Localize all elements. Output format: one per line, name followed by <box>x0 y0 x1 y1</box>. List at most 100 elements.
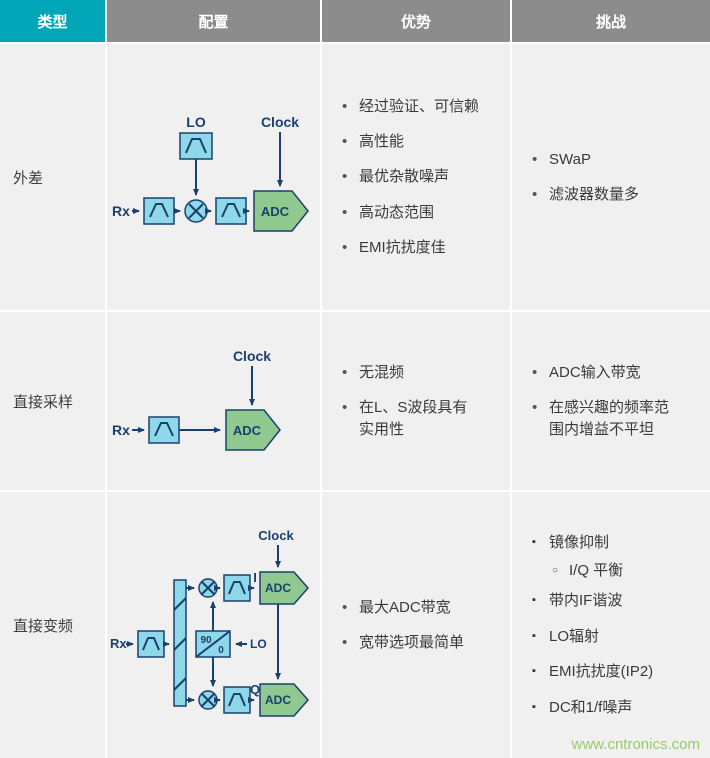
advantage-item: •EMI抗扰度佳 <box>342 237 482 258</box>
row-direct-sampling-type: 直接采样 <box>0 312 105 490</box>
advantage-item: •高动态范围 <box>342 202 482 223</box>
challenge-item: • ADC输入带宽 <box>532 362 670 383</box>
adc-i-block <box>258 571 309 605</box>
bullet-icon: • <box>532 364 538 382</box>
advantage-item: • 最优杂散噪声 <box>342 166 482 187</box>
i-label: I <box>253 570 257 585</box>
advantage-text: 最大ADC带宽 <box>359 598 451 616</box>
challenge-text: SWaP <box>549 150 591 168</box>
challenge-item: •在感兴趣的频率范围内增益不平坦 <box>532 397 670 440</box>
row-heterodyne-config: LO Clock Rx ADC <box>107 44 320 310</box>
rx-label: Rx <box>110 636 127 651</box>
phase-90-label: 90 <box>200 635 212 646</box>
row-heterodyne-advantages: • 经过验证、可信赖 • 高性能 • 最优杂散噪声 •高动态范围 •EMI抗扰度佳 <box>322 44 510 310</box>
rx-filter-symbol <box>148 203 169 218</box>
i-filter-symbol <box>227 581 246 595</box>
rx-filter-icon <box>136 630 165 658</box>
bullet-icon: • <box>342 168 348 186</box>
square-bullet-icon: ▪ <box>532 629 536 642</box>
bullet-icon: • <box>342 634 348 651</box>
q-filter-symbol <box>227 693 246 707</box>
bullet-icon: • <box>342 133 348 151</box>
adc-block <box>224 409 281 451</box>
challenge-text: 滤波器数量多 <box>549 186 640 203</box>
row-direct-conversion-type: 直接变频 <box>0 492 105 758</box>
advantage-text: 高性能 <box>359 133 405 151</box>
bullet-icon: • <box>342 364 348 382</box>
advantage-item: • 无混频 <box>342 362 482 383</box>
lo-filter-icon <box>178 132 213 160</box>
rx-label: Rx <box>112 422 130 438</box>
square-bullet-icon: ▪ <box>532 665 536 678</box>
rx-filter-symbol <box>153 422 174 437</box>
row-direct-sampling-advantages: • 无混频 • 在L、S波段具有实用性 <box>322 312 510 490</box>
clock-label: Clock <box>260 114 298 130</box>
clock-label: Clock <box>258 528 294 543</box>
advantage-item: • 宽带选项最简单 <box>342 632 482 653</box>
bullet-icon: • <box>532 150 538 168</box>
bullet-icon: • <box>342 598 348 616</box>
rx-filter-symbol <box>141 637 160 651</box>
rx-filter-icon <box>142 197 175 225</box>
bullet-icon: • <box>342 203 348 221</box>
challenge-item: ▪ LO辐射 <box>532 626 670 647</box>
square-bullet-icon: ▪ <box>532 700 536 713</box>
phase-0-label: 0 <box>218 645 224 656</box>
mixer-x <box>200 693 215 707</box>
bullet-icon: • <box>342 238 348 256</box>
challenge-text: ADC输入带宽 <box>549 364 641 382</box>
challenge-item: • 滤波器数量多 <box>532 184 670 205</box>
challenge-item: ▪ EMI抗扰度(IP2) <box>532 661 670 682</box>
mixer-x <box>200 581 215 595</box>
adc-block <box>252 190 309 232</box>
heterodyne-diagram: LO Clock Rx ADC <box>112 114 309 232</box>
lo-label: LO <box>250 637 267 651</box>
challenge-text: EMI抗扰度(IP2) <box>549 663 654 681</box>
direct-conversion-diagram: Clock Rx <box>110 528 309 717</box>
square-bullet-icon: ▪ <box>532 535 536 548</box>
row-direct-conversion-challenges: ▪镜像抑制 ○I/Q 平衡 ▪ 带内IF谐波 ▪ LO辐射 ▪ EMI抗扰度(IP2)… <box>512 492 710 758</box>
bullet-icon: • <box>532 186 538 203</box>
challenge-text: 在感兴趣的频率范围内增益不平坦 <box>549 399 670 438</box>
row-direct-sampling-challenges: • ADC输入带宽 •在感兴趣的频率范围内增益不平坦 <box>512 312 710 490</box>
lo-filter-symbol <box>184 138 207 154</box>
q-label: Q <box>249 682 259 697</box>
challenge-item: ▪镜像抑制 <box>532 532 670 553</box>
row-direct-conversion-config: Clock Rx <box>107 492 320 758</box>
advantage-text: 宽带选项最简单 <box>359 634 465 651</box>
rx-label: Rx <box>112 203 130 219</box>
adc-i-label: ADC <box>265 581 291 595</box>
bullet-icon: • <box>342 399 348 417</box>
challenge-text: LO辐射 <box>549 627 600 645</box>
challenge-text: 带内IF谐波 <box>549 592 623 610</box>
advantage-item: • 最大ADC带宽 <box>342 597 482 618</box>
header-configuration: 配置 <box>107 0 320 42</box>
rx-filter-icon <box>147 416 180 444</box>
advantage-text: 在L、S波段具有实用性 <box>359 399 468 438</box>
advantage-text: 最优杂散噪声 <box>359 168 450 186</box>
mixer-x <box>187 203 204 219</box>
splitter-hatch <box>172 677 187 691</box>
i-filter-icon <box>222 574 251 602</box>
bullet-icon: • <box>342 97 348 115</box>
row-direct-sampling-config: Clock Rx ADC <box>107 312 320 490</box>
adc-label: ADC <box>260 204 289 219</box>
row-direct-conversion-advantages: • 最大ADC带宽 • 宽带选项最简单 <box>322 492 510 758</box>
watermark: www.cntronics.com <box>571 736 700 753</box>
challenge-item: • SWaP <box>532 149 670 170</box>
header-type: 类型 <box>0 0 105 42</box>
phase-splitter-diagonal <box>194 630 231 658</box>
lo-label: LO <box>186 114 206 130</box>
direct-sampling-diagram: Clock Rx ADC <box>112 348 281 451</box>
advantage-text: 无混频 <box>359 364 405 382</box>
row-heterodyne-challenges: • SWaP • 滤波器数量多 <box>512 44 710 310</box>
square-bullet-icon: ▪ <box>532 594 536 607</box>
advantage-text: 经过验证、可信赖 <box>359 97 480 115</box>
challenge-subitem: ○I/Q 平衡 <box>552 560 670 581</box>
advantage-item: • 在L、S波段具有实用性 <box>342 397 482 440</box>
splitter-hatch <box>172 637 187 651</box>
challenge-item: ▪DC和1/f噪声 <box>532 697 670 718</box>
if-filter-symbol <box>220 203 241 218</box>
